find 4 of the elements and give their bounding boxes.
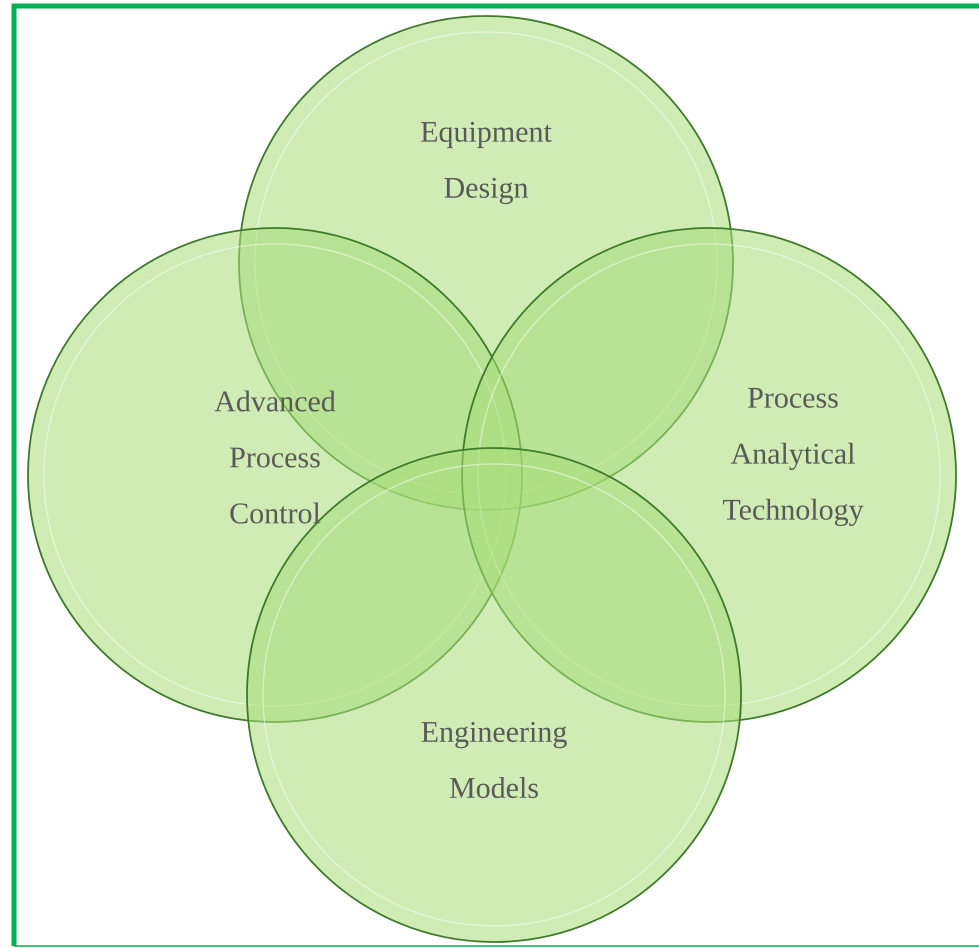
circle-label: Engineering Models [422,722,567,798]
circle-label: Process Analytical Technology [722,388,864,526]
venn-circle [461,227,957,723]
circle-label: Equipment Design [421,122,552,204]
